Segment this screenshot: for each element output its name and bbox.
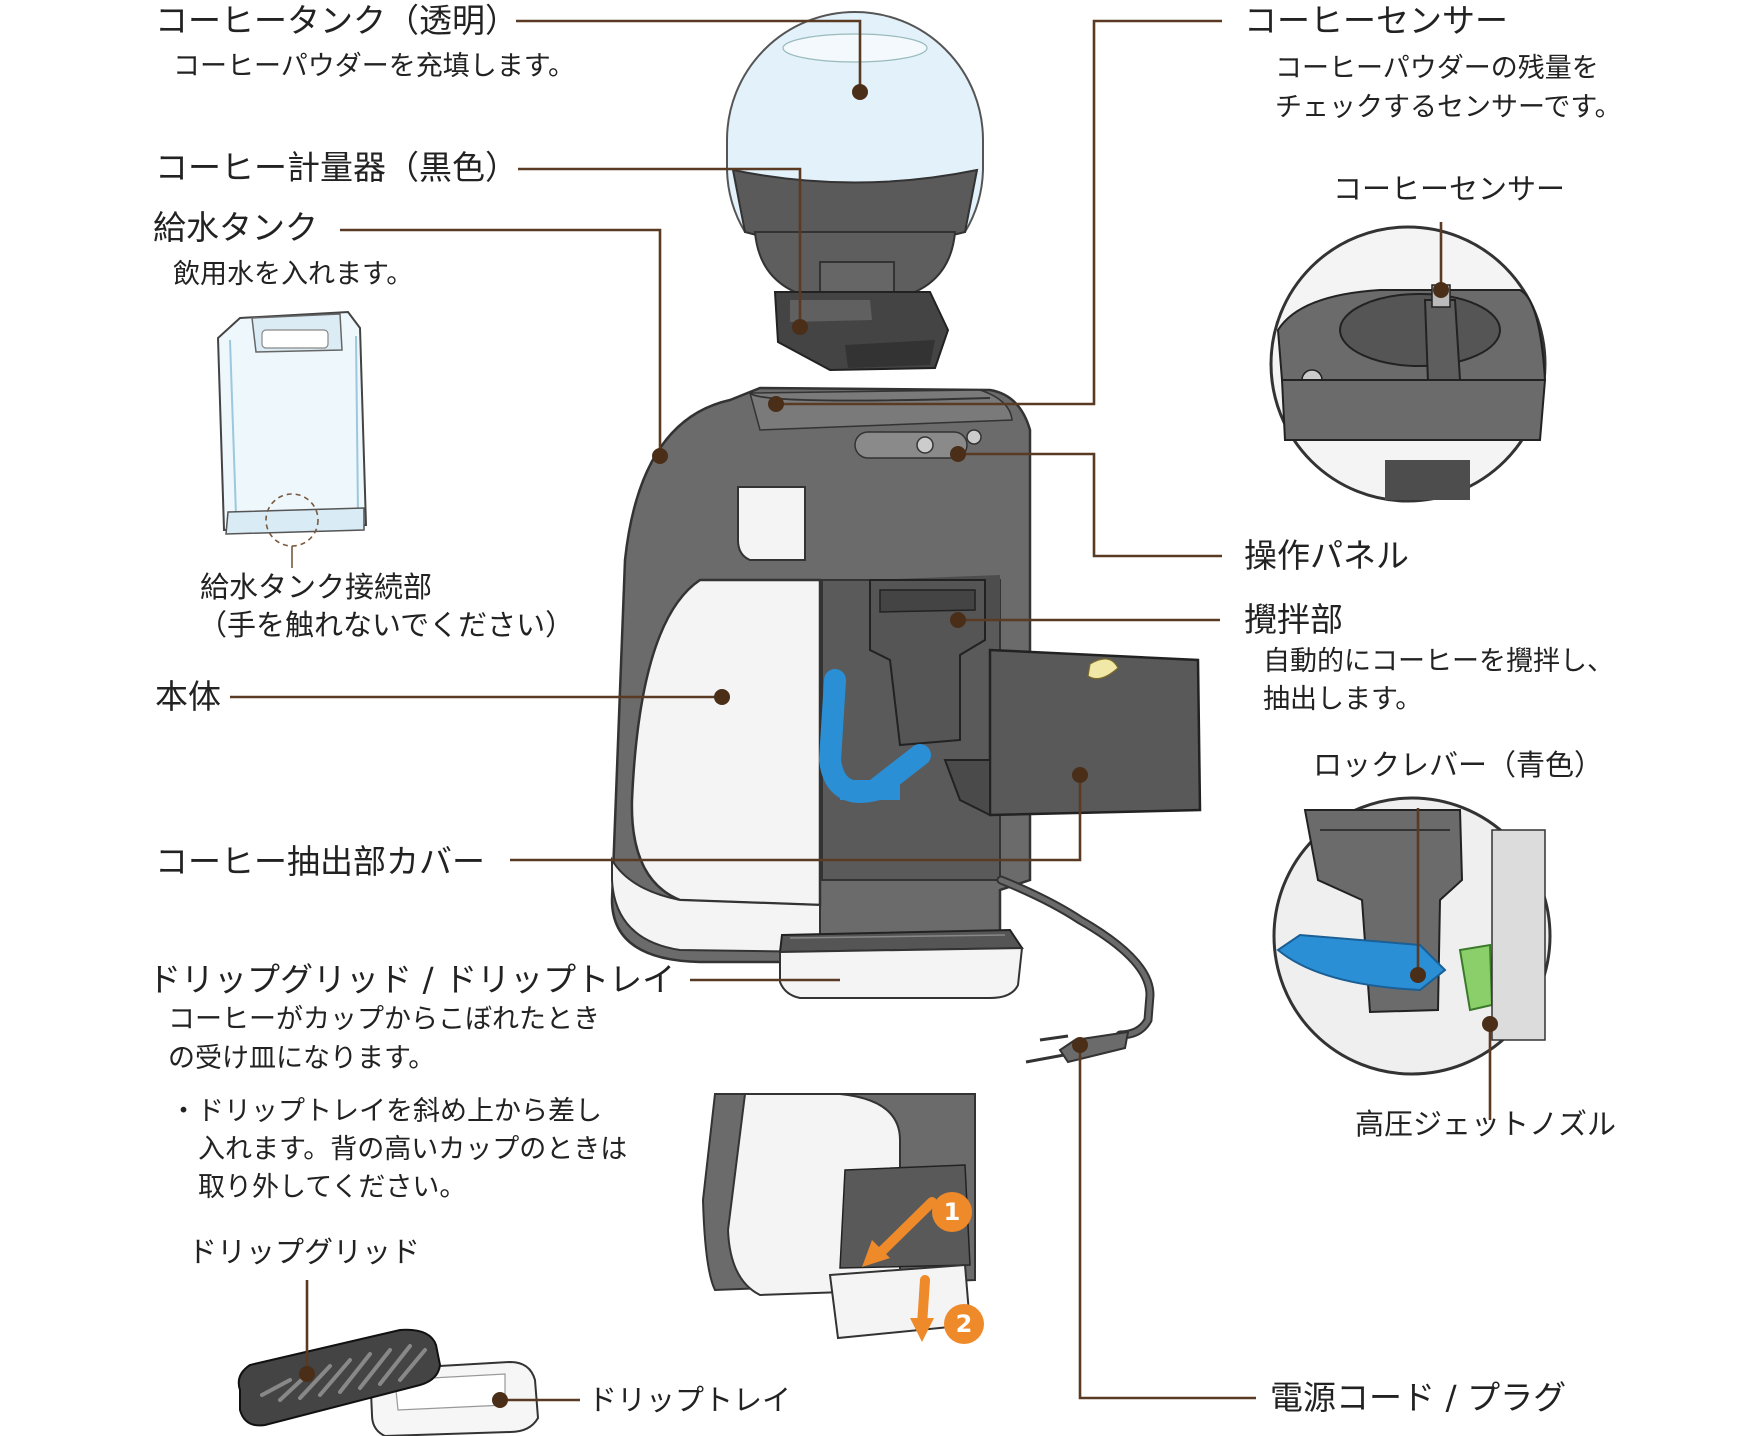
lock-lever-inset-illustration	[1272, 796, 1552, 1076]
desc-drip-2: の受け皿になります。	[168, 1043, 436, 1074]
label-water-tank-connector: 給水タンク接続部	[200, 570, 433, 604]
label-control-panel: 操作パネル	[1244, 536, 1409, 575]
coffee-tank-illustration	[726, 11, 984, 303]
desc-stirring-1: 自動的にコーヒーを攪拌し、	[1263, 646, 1614, 677]
label-coffee-tank: コーヒータンク（透明）	[155, 1, 518, 40]
label-extraction-cover: コーヒー抽出部カバー	[155, 842, 485, 881]
label-stirring: 攪拌部	[1244, 600, 1343, 639]
drip-grid-tray-illustration	[237, 1328, 540, 1436]
coffee-meter-illustration	[773, 291, 950, 372]
label-coffee-sensor: コーヒーセンサー	[1244, 1, 1508, 40]
label-water-tank-connector-note: （手を触れないでください）	[198, 608, 575, 642]
label-coffee-sensor-inset: コーヒーセンサー	[1333, 172, 1566, 206]
drip-tray-insertion-illustration	[701, 1093, 984, 1344]
label-water-tank: 給水タンク	[153, 208, 318, 247]
label-lock-lever: ロックレバー（青色）	[1313, 748, 1604, 782]
step-2-badge: 2	[955, 1310, 973, 1338]
leader-dots	[299, 84, 1498, 1408]
desc-coffee-sensor-2: チェックするセンサーです。	[1275, 92, 1622, 123]
desc-coffee-sensor-1: コーヒーパウダーの残量を	[1275, 53, 1599, 84]
label-body: 本体	[155, 677, 221, 716]
label-drip-grid: ドリップグリッド	[188, 1235, 421, 1269]
desc-stirring-2: 抽出します。	[1263, 684, 1423, 715]
label-coffee-meter: コーヒー計量器（黒色）	[155, 148, 518, 187]
note-drip-1: ・ドリップトレイを斜め上から差し	[170, 1096, 602, 1127]
label-drip: ドリップグリッド / ドリップトレイ	[148, 960, 676, 999]
note-drip-3: 取り外してください。	[198, 1172, 467, 1203]
desc-coffee-tank: コーヒーパウダーを充填します。	[173, 51, 576, 82]
label-drip-tray: ドリップトレイ	[588, 1383, 792, 1417]
machine-body-illustration	[610, 386, 1202, 1064]
leader-lines	[230, 19, 1492, 1402]
label-power-cord: 電源コード / プラグ	[1270, 1378, 1567, 1417]
water-tank-illustration	[216, 310, 368, 568]
desc-water-tank: 飲用水を入れます。	[173, 259, 414, 290]
step-1-badge: 1	[943, 1198, 961, 1226]
note-drip-2: 入れます。背の高いカップのときは	[198, 1134, 628, 1165]
desc-drip-1: コーヒーがカップからこぼれたとき	[168, 1004, 600, 1035]
sensor-inset-illustration	[1269, 225, 1547, 503]
label-jet-nozzle: 高圧ジェットノズル	[1355, 1107, 1617, 1141]
